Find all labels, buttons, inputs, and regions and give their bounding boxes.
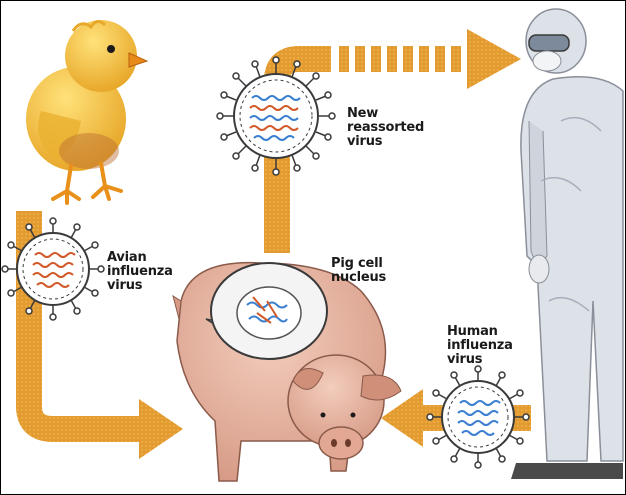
label-line: New — [347, 107, 424, 121]
label-line: influenza — [107, 265, 173, 279]
label-pig-cell-nucleus: Pig cell nucleus — [331, 257, 386, 285]
label-line: virus — [447, 353, 513, 367]
human-influenza-virus-icon — [427, 366, 529, 468]
label-avian-influenza-virus: Avian influenza virus — [107, 251, 173, 293]
label-line: influenza — [447, 339, 513, 353]
label-new-reassorted-virus: New reassorted virus — [347, 107, 424, 149]
label-human-influenza-virus: Human influenza virus — [447, 325, 513, 367]
label-line: Human — [447, 325, 513, 339]
new-reassorted-virus-icon — [217, 57, 335, 175]
label-line: Pig cell — [331, 257, 386, 271]
label-line: virus — [107, 279, 173, 293]
chick-illustration — [26, 20, 147, 203]
label-line: Avian — [107, 251, 173, 265]
label-line: nucleus — [331, 271, 386, 285]
label-line: reassorted — [347, 121, 424, 135]
label-line: virus — [347, 135, 424, 149]
